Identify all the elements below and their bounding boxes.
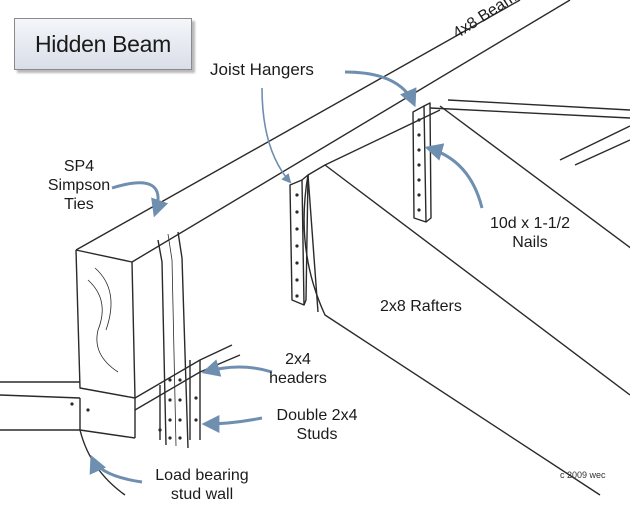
arrow-joist-hangers-right	[344, 70, 417, 108]
nails-label-line1: 10d x 1-1/2	[489, 215, 571, 232]
back-rafter	[429, 99, 630, 249]
joist-hangers-label: Joist Hangers	[210, 60, 314, 79]
rafter-2x8	[303, 109, 630, 496]
arrow-joist-hangers-left	[261, 87, 292, 184]
simpson-ties-label: SP4 Simpson Ties	[44, 157, 114, 214]
diagram-title: Hidden Beam	[14, 18, 192, 70]
studs-label-line1: Double 2x4	[276, 407, 358, 424]
nails-label-line2: Nails	[512, 234, 548, 251]
studs-label: Double 2x4 Studs	[262, 406, 372, 444]
headers-label: 2x4 headers	[258, 350, 338, 388]
rafters-label: 2x8 Rafters	[380, 298, 462, 315]
joist-hanger-left	[289, 174, 309, 306]
arrow-load-bearing	[89, 454, 143, 484]
simpson-ties-label-line2: Simpson	[47, 177, 111, 194]
nails-label: 10d x 1-1/2 Nails	[478, 214, 582, 252]
arrow-headers	[201, 359, 273, 377]
copyright-text: c 2009 wec	[560, 470, 606, 480]
simpson-tie-strap	[157, 231, 189, 449]
nail-holes-left-hanger	[295, 193, 299, 298]
load-bearing-label-line1: Load bearing	[155, 467, 249, 484]
headers-label-line2: headers	[269, 370, 327, 387]
arrow-studs	[201, 414, 263, 433]
studs-label-line2: Studs	[296, 426, 338, 443]
load-bearing-label-line2: stud wall	[170, 486, 234, 503]
simpson-ties-label-line1: SP4	[63, 158, 95, 175]
arrow-nails	[424, 143, 484, 209]
load-bearing-label: Load bearing stud wall	[140, 466, 264, 504]
simpson-ties-label-line3: Ties	[64, 196, 94, 213]
beam-4x8	[75, 0, 571, 399]
headers-label-line1: 2x4	[285, 351, 311, 368]
nail-holes-right-hanger	[417, 118, 421, 212]
arrow-simpson-ties	[111, 181, 169, 218]
nail-holes-strap	[70, 378, 198, 440]
